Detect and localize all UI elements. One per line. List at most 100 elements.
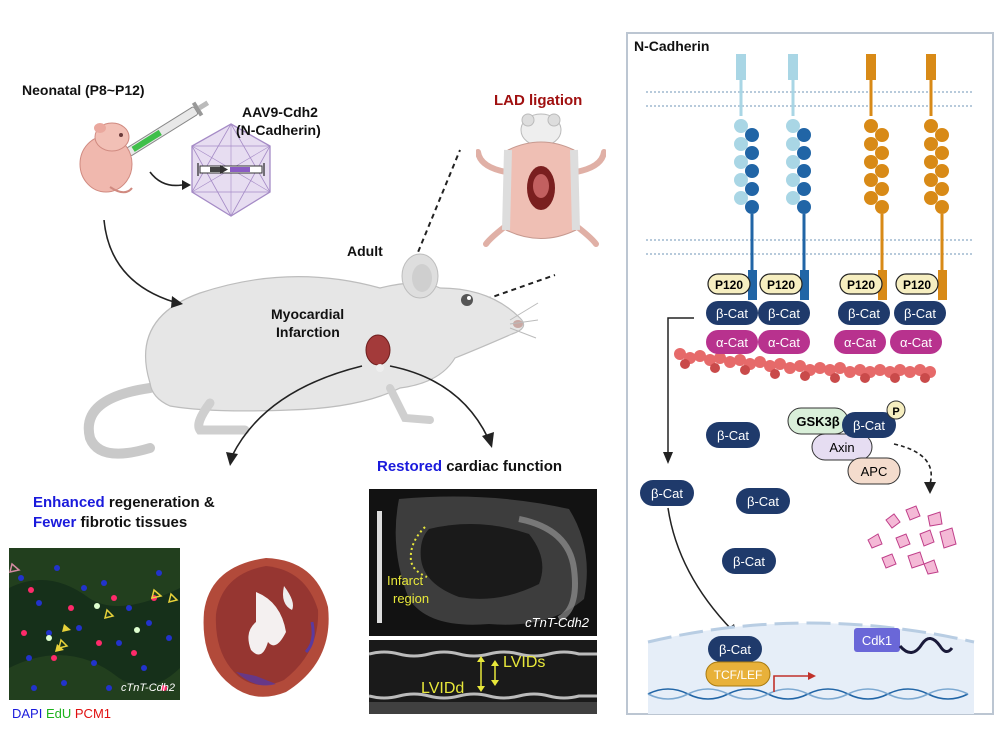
enhanced-label: Enhanced regeneration & <box>33 494 215 511</box>
lad-ligation-label: LAD ligation <box>494 92 583 109</box>
legend-pcm1: PCM1 <box>74 706 112 721</box>
p120-3-text: P120 <box>847 278 875 292</box>
bcat-4-text: β-Cat <box>904 306 936 321</box>
adult-mouse-illustration <box>83 253 539 459</box>
legend-edu: EdU <box>45 706 72 721</box>
aav-label-line1: AAV9-Cdh2 <box>242 104 318 120</box>
bcat-4 <box>894 301 946 325</box>
lvidd-label: LVIDd <box>421 680 465 697</box>
degraded-fragments <box>867 505 957 575</box>
adult-label: Adult <box>347 243 383 259</box>
fewer-label: Fewer fibrotic tissues <box>33 514 187 531</box>
bcat-3-text: β-Cat <box>848 306 880 321</box>
complex-3: P120 β-Cat α-Cat <box>834 273 890 354</box>
svg-text:β-Cat: β-Cat <box>717 428 749 443</box>
nuclear-bcat: β-Cat <box>708 636 762 662</box>
restored-rest: cardiac function <box>442 458 563 475</box>
surgery-mouse-illustration <box>476 113 606 247</box>
fewer-word: Fewer <box>33 514 77 531</box>
microscopy-image: cTnT-Cdh2 <box>9 548 180 700</box>
p120-1-text: P120 <box>715 278 743 292</box>
aav-capsid-illustration <box>191 123 271 217</box>
release-arrow <box>667 317 694 454</box>
nucleus-region <box>648 623 974 714</box>
tcf-lef: TCF/LEF <box>705 661 771 687</box>
bcat-destruction <box>842 412 896 438</box>
svg-text:Cdk1: Cdk1 <box>862 633 892 648</box>
svg-text:β-Cat: β-Cat <box>719 642 751 657</box>
svg-text:GSK3β: GSK3β <box>796 414 839 429</box>
heart-section-image <box>203 558 329 697</box>
degradation-arrow <box>893 443 932 485</box>
echo-image-content <box>369 489 597 636</box>
enhanced-word: Enhanced <box>33 494 105 511</box>
cadherin-orange-1 <box>864 54 889 300</box>
bcat-3 <box>838 301 890 325</box>
infarct-label-line2: region <box>393 591 430 606</box>
svg-text:β-Cat: β-Cat <box>747 494 779 509</box>
cadherin-orange-2 <box>924 54 949 300</box>
p120-4-text: P120 <box>903 278 931 292</box>
echo-image: Infarct region cTnT-Cdh2 <box>369 489 597 636</box>
complex-2: P120 β-Cat α-Cat <box>758 273 810 354</box>
actin-filament <box>674 348 936 383</box>
complex-1: P120 β-Cat α-Cat <box>706 273 758 354</box>
svg-text:β-Cat: β-Cat <box>853 418 885 433</box>
acat-3 <box>834 330 886 354</box>
phospho-node <box>886 400 906 420</box>
syringe-icon <box>107 100 210 166</box>
free-bcat-3: β-Cat <box>736 488 790 514</box>
axin-node <box>811 433 873 461</box>
cadherin-blue-1 <box>734 54 759 300</box>
mi-label-line1: Myocardial <box>271 306 345 322</box>
curved-arrows <box>103 220 494 466</box>
n-cadherin-title: N-Cadherin <box>634 38 710 54</box>
p120-2 <box>759 273 803 295</box>
stain-legend: DAPI EdU PCM1 <box>12 706 111 721</box>
membrane-bottom <box>646 239 974 255</box>
acat-1 <box>706 330 758 354</box>
free-bcat-2: β-Cat <box>640 480 694 506</box>
nuclear-entry-arrow <box>667 507 733 631</box>
acat-1-text: α-Cat <box>716 335 748 350</box>
destruction-complex: Axin APC GSK3β β-Cat P <box>787 400 906 485</box>
p120-2-text: P120 <box>767 278 795 292</box>
mmode-image: LVIDs LVIDd <box>369 640 597 714</box>
p120-3 <box>839 273 883 295</box>
svg-text:TCF/LEF: TCF/LEF <box>714 668 763 682</box>
transcription-arrow <box>773 675 810 692</box>
svg-text:P: P <box>892 406 899 418</box>
cdk1-gene: Cdk1 <box>854 628 954 654</box>
mmode-content <box>369 640 597 714</box>
dna-helix <box>647 688 969 700</box>
lvids-label: LVIDs <box>503 654 546 671</box>
aav-label-line2: (N-Cadherin) <box>236 122 321 138</box>
acat-4 <box>890 330 942 354</box>
bcat-1 <box>706 301 758 325</box>
nuclear-envelope <box>647 621 975 644</box>
free-bcat-1: β-Cat <box>706 422 760 448</box>
p120-1 <box>707 273 751 295</box>
bcat-2 <box>758 301 810 325</box>
legend-dapi: DAPI <box>12 706 43 721</box>
bcat-1-text: β-Cat <box>716 306 748 321</box>
svg-text:Axin: Axin <box>829 440 854 455</box>
mi-label-line2: Infarction <box>276 324 340 340</box>
restored-word: Restored <box>377 458 443 475</box>
infarct-label-line1: Infarct <box>387 573 424 588</box>
acat-3-text: α-Cat <box>844 335 876 350</box>
svg-text:β-Cat: β-Cat <box>651 486 683 501</box>
p120-4 <box>895 273 939 295</box>
acat-2-text: α-Cat <box>768 335 800 350</box>
microscopy-label: cTnT-Cdh2 <box>120 682 175 694</box>
cadherin-blue-2 <box>786 54 811 300</box>
svg-text:APC: APC <box>861 464 888 479</box>
free-bcat-4: β-Cat <box>722 548 776 574</box>
restored-label: Restored cardiac function <box>377 458 562 475</box>
apc-node <box>847 457 901 485</box>
complex-4: P120 β-Cat α-Cat <box>890 273 946 354</box>
microscopy-cells <box>9 548 180 700</box>
neonatal-mouse-illustration <box>79 100 210 194</box>
fewer-rest: fibrotic tissues <box>76 514 188 531</box>
neonatal-label: Neonatal (P8~P12) <box>22 82 145 98</box>
